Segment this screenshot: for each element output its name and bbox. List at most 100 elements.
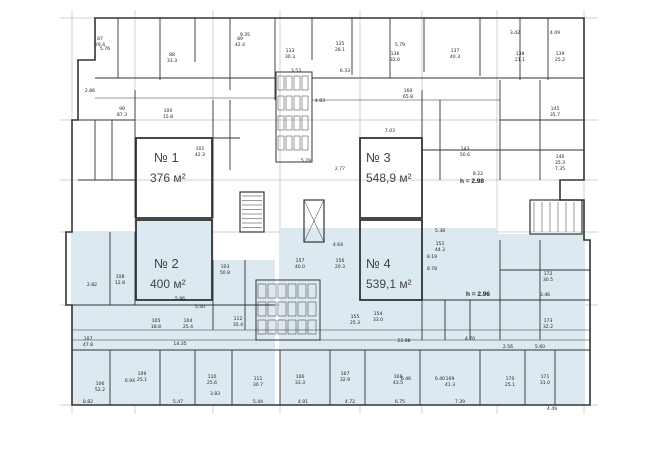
dimension-value: 4.09 [550,30,560,36]
room-number: 106 [96,381,105,387]
dimension-value: 4.72 [345,399,355,405]
dimension-value: 5.50 [195,304,205,310]
dimension-value: 5.44 [253,399,263,405]
room-number: 99 [119,106,125,112]
wc-cabin [301,75,309,91]
dimension-value: 3.53 [291,68,301,74]
room-area: 28.1 [335,47,345,53]
zone-3-area: 548,9 м² [366,171,412,185]
room-area: 25.2 [555,57,565,63]
dimension-value: 5.29 [301,158,311,164]
wc-cabin [287,301,297,317]
room-number: 87 [97,36,103,42]
dimension-value: 3.83 [210,391,220,397]
dimension-value: 5.47 [173,399,183,405]
dimension-value: 9.35 [240,32,250,38]
dimension-value: 2.56 [503,344,513,350]
dimension-value: 4.70 [465,336,475,342]
wc-cabin [285,95,293,111]
room-number: 169 [446,376,455,382]
wc-cabin [267,283,277,299]
room-area: 30.7 [253,382,263,388]
dimension-value: 22.88 [397,338,410,344]
room-number: 107 [84,336,93,342]
room-area: 35.7 [550,112,560,118]
room-labels: 8729.48833.38942.413330.313528.113632.61… [83,36,565,393]
zone-4-highlight [280,228,585,405]
zone-boxes [135,137,423,301]
room-number: 112 [234,316,243,322]
wc-cabin [285,135,293,151]
room-area: 31.0 [540,380,550,386]
dimension-value: 6.33 [340,68,350,74]
room-area: 47.8 [83,342,93,348]
room-area: 44.3 [435,247,445,253]
dimension-value: 3.46 [540,292,550,298]
room-number: 109 [138,371,147,377]
wc-cabin [285,115,293,131]
wc-cabin [285,75,293,91]
wc-cabin [277,115,285,131]
dimension-value: 6.75 [395,399,405,405]
room-area: 65.8 [403,94,413,100]
zone-labels: № 1 376 м² № 2 400 м² № 3 548,9 м² № 4 5… [150,150,412,291]
room-area: 42.3 [195,152,205,158]
room-number: 145 [551,106,560,112]
wc-cabin [277,301,287,317]
dimension-value: 5.60 [535,344,545,350]
zone-4-box [359,219,423,301]
dimension-value: 4.49 [547,406,557,412]
room-area: 42.4 [235,42,245,48]
dimension-value: 8.82 [83,399,93,405]
room-number: 110 [208,374,217,380]
wc-cabin [297,319,307,335]
wc-cabin [257,301,267,317]
lift-lobby-upper [275,71,313,163]
dimension-value: 5.96 [175,296,185,302]
height-mark-upper: h = 2.98 [460,178,484,185]
room-number: 160 [404,88,413,94]
room-number: 105 [152,318,161,324]
room-area: 20.3 [335,264,345,270]
wc-cabin [293,75,301,91]
wc-cabin [267,301,277,317]
zone-2-area: 400 м² [150,277,186,291]
wc-cabin [293,115,301,131]
wc-cabin [301,115,309,131]
wc-cabin [293,95,301,111]
wc-cabin [287,283,297,299]
zone-3-box [359,137,423,219]
dimension-value: 4.64 [333,242,343,248]
room-area: 25.1 [505,382,515,388]
room-number: 143 [461,146,470,152]
dimension-value: 4.91 [298,399,308,405]
room-number: 136 [391,51,400,57]
room-number: 154 [374,311,383,317]
room-number: 111 [254,376,263,382]
room-area: 25.1 [137,377,147,383]
dimension-value: 14.35 [173,341,186,347]
zone-1-number: № 1 [154,150,179,165]
room-area: 15.8 [163,114,173,120]
dimension-value: 7.35 [555,166,565,172]
room-area: 32.9 [340,377,350,383]
elevator-shaft [303,199,325,243]
room-number: 104 [184,318,193,324]
room-number: 100 [164,108,173,114]
dimension-value: 2.82 [87,282,97,288]
room-area: 33.3 [167,58,177,64]
room-number: 155 [351,314,360,320]
elevator-cross [303,199,325,243]
room-number: 89 [237,36,243,42]
dimension-value: 3.42 [510,30,520,36]
room-area: 40.0 [295,264,305,270]
room-number: 172 [544,271,553,277]
wc-cabin [301,135,309,151]
room-area: 32.6 [390,57,400,63]
wc-cabin [267,319,277,335]
zone-2-highlight [72,218,275,405]
room-number: 156 [336,258,345,264]
room-area: 40.3 [450,54,460,60]
room-area: 35.4 [233,322,243,328]
